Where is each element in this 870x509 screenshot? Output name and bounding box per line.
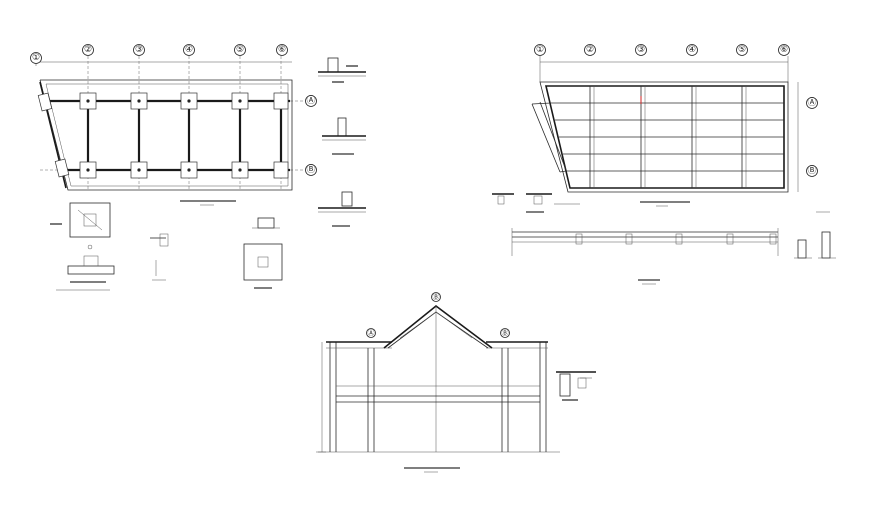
svg-text:③: ③ — [135, 45, 143, 55]
section-marker-a: Ⓐ — [366, 328, 376, 338]
roof-framing-plan-right: ① ② ③ ④ ⑤ ⑥ Ⓐ Ⓑ — [531, 44, 818, 207]
svg-text:⑥: ⑥ — [780, 45, 788, 55]
grid-bubble-col-5: ⑤ — [234, 44, 246, 56]
svg-text:Ⓑ: Ⓑ — [433, 293, 440, 301]
svg-text:⑥: ⑥ — [278, 45, 286, 55]
foundation-plan-left: ① ② ③ ④ ⑤ ⑥ Ⓐ Ⓑ — [30, 44, 317, 206]
grid-bubble-row-a: Ⓐ — [305, 95, 317, 107]
grid-bubble-col-3: ③ — [635, 44, 647, 56]
grid-bubble-col-5: ⑤ — [736, 44, 748, 56]
grid-bubble-row-b: Ⓑ — [305, 164, 317, 176]
section-marker-b: Ⓑ — [431, 292, 441, 302]
svg-text:Ⓐ: Ⓐ — [807, 97, 816, 108]
svg-text:①: ① — [32, 53, 40, 63]
svg-text:Ⓐ: Ⓐ — [306, 95, 315, 106]
svg-text:③: ③ — [637, 45, 645, 55]
grid-bubble-col-3: ③ — [133, 44, 145, 56]
section-marker-c: Ⓑ — [500, 328, 510, 338]
grid-bubble-row-b: Ⓑ — [806, 165, 818, 177]
beam-details-column — [318, 57, 366, 227]
purlin-details — [492, 193, 836, 285]
svg-text:Ⓑ: Ⓑ — [306, 164, 315, 175]
grid-bubble-col-6: ⑥ — [778, 44, 790, 56]
grid-bubble-col-1: ① — [534, 44, 546, 56]
grid-bubble-col-1: ① — [30, 52, 42, 64]
svg-text:④: ④ — [185, 45, 193, 55]
grid-bubble-row-a: Ⓐ — [806, 97, 818, 109]
building-section: Ⓐ Ⓑ Ⓑ — [316, 292, 596, 473]
svg-text:②: ② — [586, 45, 594, 55]
grid-bubble-col-2: ② — [82, 44, 94, 56]
svg-text:②: ② — [84, 45, 92, 55]
grid-bubble-col-4: ④ — [686, 44, 698, 56]
svg-text:Ⓑ: Ⓑ — [502, 329, 509, 337]
svg-text:⑤: ⑤ — [738, 45, 746, 55]
footing-details — [50, 202, 283, 291]
svg-text:⑤: ⑤ — [236, 45, 244, 55]
svg-text:①: ① — [536, 45, 544, 55]
grid-bubble-col-2: ② — [584, 44, 596, 56]
svg-text:Ⓑ: Ⓑ — [807, 165, 816, 176]
grid-bubble-col-4: ④ — [183, 44, 195, 56]
svg-text:Ⓐ: Ⓐ — [368, 329, 375, 337]
grid-bubble-col-6: ⑥ — [276, 44, 288, 56]
svg-text:④: ④ — [688, 45, 696, 55]
